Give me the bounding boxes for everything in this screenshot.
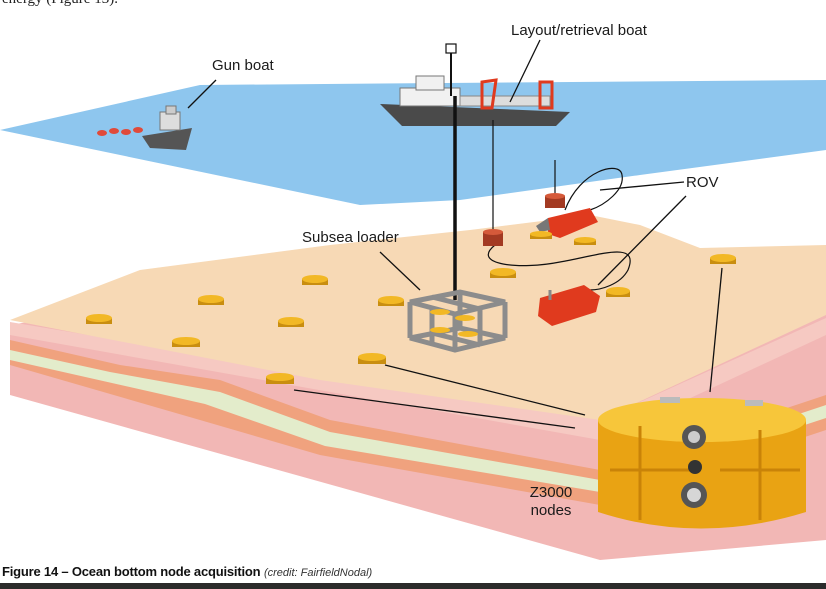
gun-boat-label: Gun boat	[212, 57, 274, 74]
node	[86, 314, 112, 324]
loader-leader-line	[379, 251, 421, 291]
layout-boat-label: Layout/retrieval boat	[511, 22, 647, 39]
rov-label: ROV	[686, 174, 719, 191]
layout-retrieval-boat	[380, 39, 570, 126]
node	[172, 337, 200, 347]
node	[378, 296, 404, 306]
caption-credit: (credit: FairfieldNodal)	[263, 567, 373, 579]
rov-cables	[487, 120, 631, 291]
subsea-loader-label: Subsea loader	[302, 229, 399, 246]
loader-nodes	[430, 309, 478, 337]
subsea-loader	[407, 289, 508, 353]
nodes-label: Z3000 nodes	[529, 484, 573, 519]
z3000-node-closeup	[598, 397, 806, 529]
caption-title: Figure 14 – Ocean bottom node acquisitio…	[2, 564, 261, 579]
caption-bar	[0, 583, 826, 589]
node	[278, 317, 304, 327]
node	[574, 237, 596, 245]
figure-caption: Figure 14 – Ocean bottom node acquisitio…	[2, 564, 372, 579]
seabed-surface	[10, 215, 826, 420]
top-text-fragment: energy (Figure 13).	[2, 0, 118, 8]
rov-upper	[548, 208, 598, 238]
node	[710, 254, 736, 264]
node	[530, 231, 552, 239]
node	[302, 275, 328, 285]
seabed-nodes	[86, 231, 736, 384]
airgun-array	[97, 127, 143, 136]
node-leader-lines	[293, 267, 723, 429]
rov-lower	[538, 285, 600, 326]
node	[266, 373, 294, 384]
gun-boat	[97, 79, 217, 150]
rov-vehicles	[536, 181, 687, 326]
node	[490, 268, 516, 278]
sea-surface	[0, 80, 826, 205]
tms-units	[483, 193, 565, 246]
node	[606, 287, 630, 297]
node	[358, 353, 386, 364]
node	[198, 295, 224, 305]
